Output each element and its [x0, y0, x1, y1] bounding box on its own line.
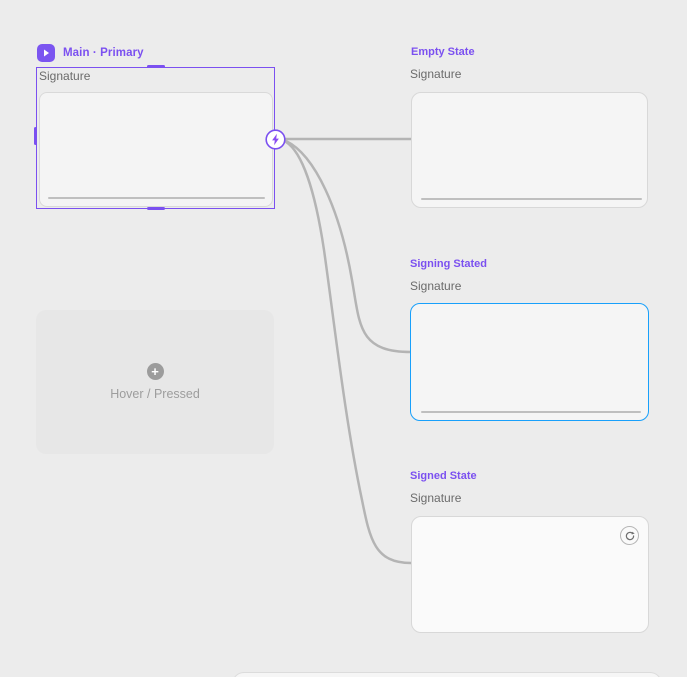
signed-state-signature-box[interactable]: [411, 516, 649, 633]
variant-placeholder-hover-pressed[interactable]: + Hover / Pressed: [36, 310, 274, 454]
main-component-frame[interactable]: Signature: [34, 65, 275, 210]
variant-placeholder-label: Hover / Pressed: [110, 387, 200, 401]
connector-to-signing-state: [284, 139, 413, 354]
signature-field-label[interactable]: Signature: [39, 69, 91, 83]
add-variant-plus-icon[interactable]: +: [146, 363, 164, 380]
signing-state-title[interactable]: Signing Stated: [410, 258, 487, 270]
empty-state-field-label[interactable]: Signature: [410, 67, 462, 81]
signature-input-box[interactable]: [39, 92, 273, 207]
signed-state-title[interactable]: Signed State: [410, 470, 477, 482]
signing-state-signature-box[interactable]: [410, 303, 649, 421]
signature-baseline: [421, 411, 641, 413]
signed-state-field-label[interactable]: Signature: [410, 491, 462, 505]
empty-state-title[interactable]: Empty State: [411, 46, 475, 58]
signing-state-field-label[interactable]: Signature: [410, 279, 462, 293]
empty-state-signature-box[interactable]: [411, 92, 648, 208]
signature-baseline: [421, 198, 642, 200]
main-component-title[interactable]: Main · Primary: [63, 47, 144, 59]
interaction-bolt-icon[interactable]: [265, 129, 286, 150]
selection-handle-top[interactable]: [147, 65, 165, 68]
refresh-icon[interactable]: [620, 526, 639, 545]
component-play-icon: [37, 44, 55, 62]
signature-baseline: [48, 197, 265, 199]
selection-handle-bottom[interactable]: [147, 207, 165, 210]
connector-to-signed-state: [284, 140, 413, 565]
main-component-header[interactable]: Main · Primary: [37, 44, 144, 62]
selection-handle-left[interactable]: [34, 127, 37, 145]
bottom-partial-frame[interactable]: [232, 672, 662, 677]
